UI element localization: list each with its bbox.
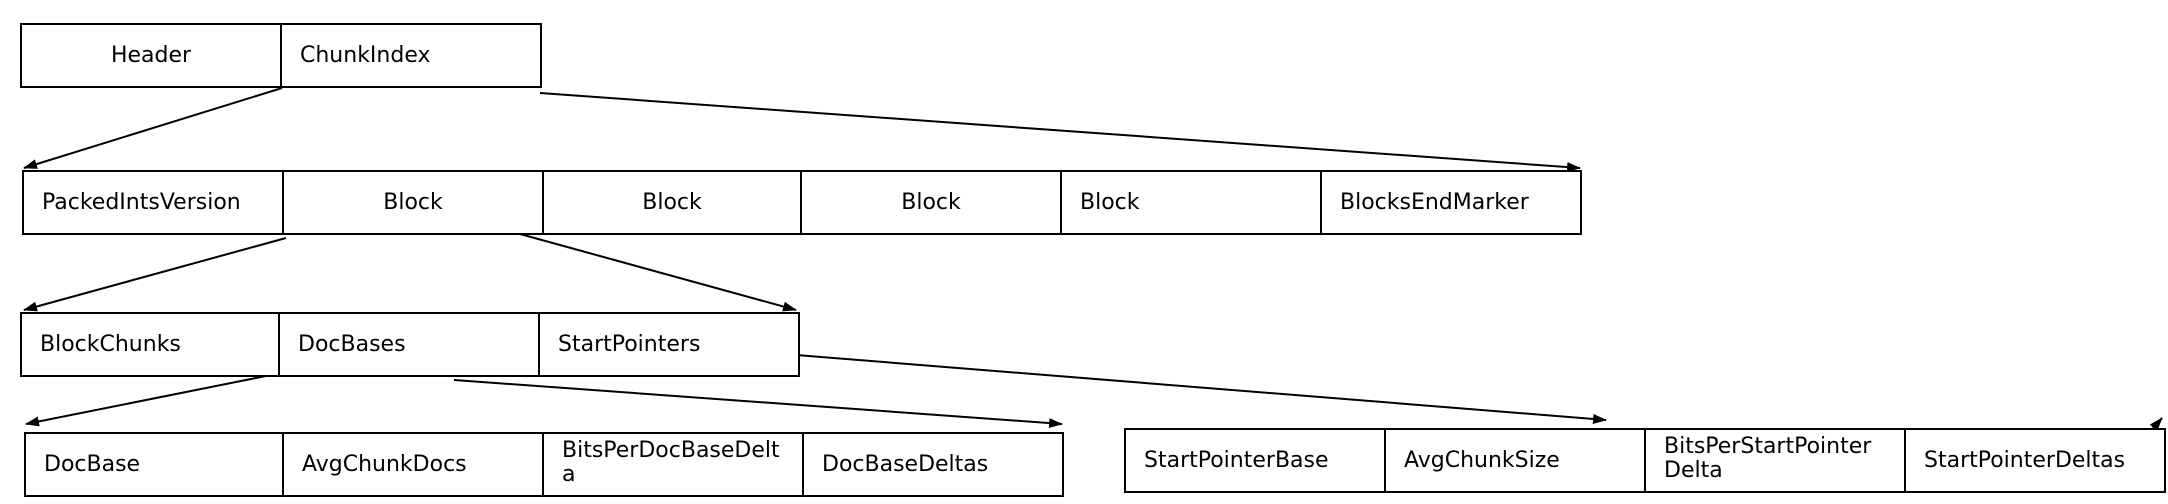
block-box-2: Block <box>542 170 802 235</box>
block-box-1: Block <box>282 170 544 235</box>
header-box: Header <box>20 23 282 88</box>
arrow-chunkindex-left <box>23 87 283 169</box>
arrow-block-right <box>519 233 797 312</box>
blocksendmarker-box: BlocksEndMarker <box>1320 170 1582 235</box>
arrow-block-left <box>23 237 287 312</box>
startpointerdeltas-box: StartPointerDeltas <box>1904 428 2166 493</box>
docbasedeltas-box: DocBaseDeltas <box>802 432 1064 497</box>
packedintsversion-box: PackedIntsVersion <box>22 170 284 235</box>
avgchunksize-box: AvgChunkSize <box>1384 428 1646 493</box>
startpointers-box: StartPointers <box>538 312 800 377</box>
avgchunkdocs-box: AvgChunkDocs <box>282 432 544 497</box>
chunkindex-box: ChunkIndex <box>280 23 542 88</box>
arrow-startpointers-right <box>795 354 1607 424</box>
startpointerbase-box: StartPointerBase <box>1124 428 1386 493</box>
docbases-box: DocBases <box>278 312 540 377</box>
bitsperdocbasedelta-box: BitsPerDocBaseDelta <box>542 432 804 497</box>
arrow-chunkindex-right <box>539 92 1581 173</box>
arrow-docbases-left <box>25 373 277 427</box>
blockchunks-box: BlockChunks <box>20 312 282 377</box>
block-box-4: Block <box>1060 170 1322 235</box>
block-box-3: Block <box>800 170 1062 235</box>
arrow-docbases-right <box>453 379 1063 429</box>
docbase-box: DocBase <box>24 432 284 497</box>
bitsperstartpointerdelta-box: BitsPerStartPointerDelta <box>1644 428 1906 493</box>
